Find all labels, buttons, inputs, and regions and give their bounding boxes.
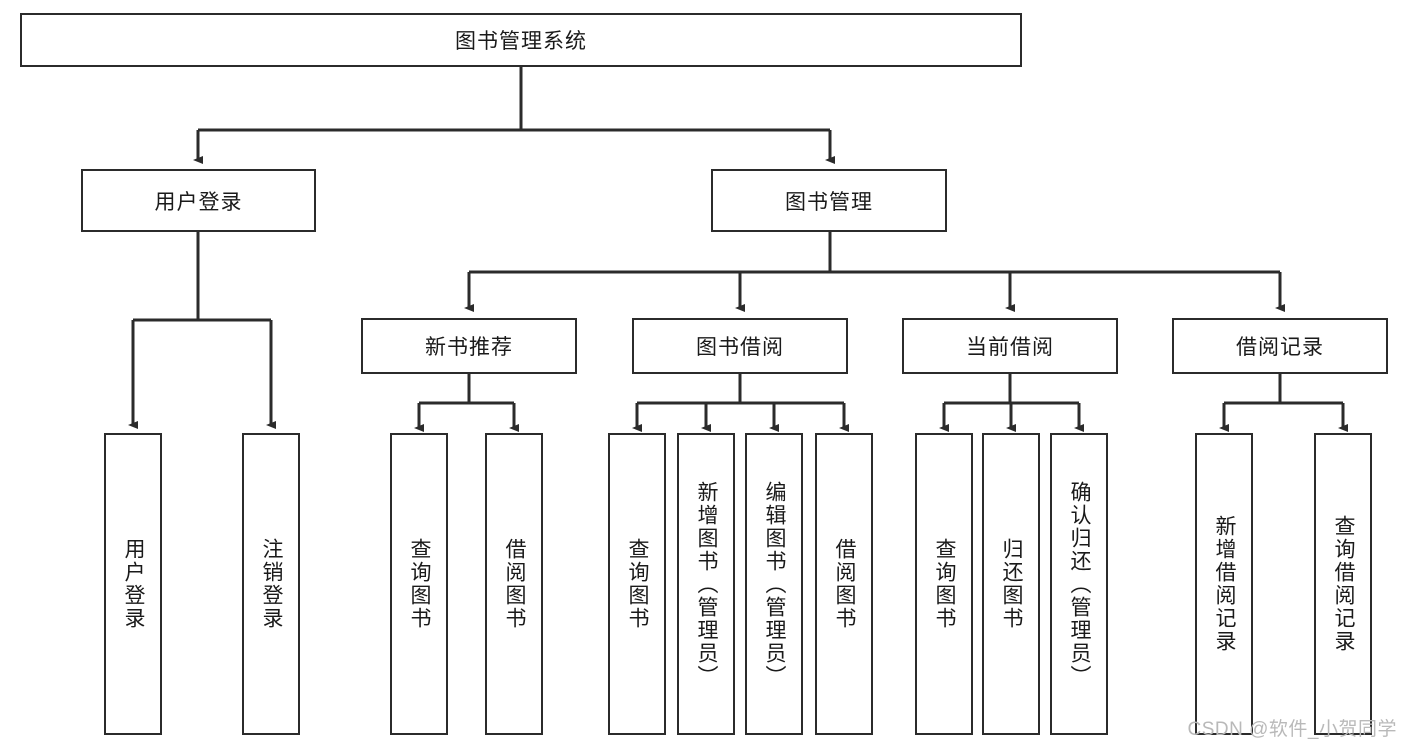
node-current-borrow-label: 当前借阅 bbox=[966, 336, 1054, 359]
node-borrow-record-label: 借阅记录 bbox=[1236, 336, 1324, 359]
node-new-book-recommend-label: 新书推荐 bbox=[425, 336, 513, 359]
node-book-manage-label: 图书管理 bbox=[785, 190, 873, 214]
node-leaf-edit-book-label: 编辑图书（管理员） bbox=[763, 480, 787, 688]
watermark-text: CSDN @软件_小贺同学 bbox=[1187, 719, 1397, 740]
node-user-login-label: 用户登录 bbox=[154, 190, 243, 214]
node-leaf-add-borrow-record-label: 新增借阅记录 bbox=[1213, 515, 1237, 653]
node-new-book-recommend[interactable]: 新书推荐 bbox=[361, 318, 577, 374]
node-leaf-query-book-recommend[interactable]: 查询图书 bbox=[390, 433, 448, 735]
node-leaf-query-borrow-record-label: 查询借阅记录 bbox=[1332, 515, 1356, 653]
node-root-label: 图书管理系统 bbox=[455, 30, 587, 53]
node-leaf-user-login[interactable]: 用户登录 bbox=[104, 433, 162, 735]
node-leaf-borrow-book-label: 借阅图书 bbox=[833, 538, 857, 630]
node-leaf-borrow-book-recommend-label: 借阅图书 bbox=[503, 538, 527, 630]
node-leaf-query-borrow-record[interactable]: 查询借阅记录 bbox=[1314, 433, 1372, 735]
node-leaf-query-book-borrow[interactable]: 查询图书 bbox=[608, 433, 666, 735]
node-leaf-query-book-current-label: 查询图书 bbox=[933, 538, 957, 630]
node-leaf-query-book-borrow-label: 查询图书 bbox=[626, 538, 650, 630]
node-leaf-return-book-label: 归还图书 bbox=[1000, 538, 1024, 630]
node-book-borrow-label: 图书借阅 bbox=[696, 336, 784, 359]
node-book-borrow[interactable]: 图书借阅 bbox=[632, 318, 848, 374]
node-leaf-add-book[interactable]: 新增图书（管理员） bbox=[677, 433, 735, 735]
node-leaf-return-book[interactable]: 归还图书 bbox=[982, 433, 1040, 735]
node-leaf-edit-book[interactable]: 编辑图书（管理员） bbox=[745, 433, 803, 735]
node-leaf-user-logout[interactable]: 注销登录 bbox=[242, 433, 300, 735]
node-root[interactable]: 图书管理系统 bbox=[20, 13, 1022, 67]
node-leaf-query-book-recommend-label: 查询图书 bbox=[408, 538, 432, 630]
node-leaf-confirm-return[interactable]: 确认归还（管理员） bbox=[1050, 433, 1108, 735]
node-borrow-record[interactable]: 借阅记录 bbox=[1172, 318, 1388, 374]
node-leaf-user-logout-label: 注销登录 bbox=[260, 538, 284, 630]
node-current-borrow[interactable]: 当前借阅 bbox=[902, 318, 1118, 374]
node-leaf-borrow-book-recommend[interactable]: 借阅图书 bbox=[485, 433, 543, 735]
node-leaf-query-book-current[interactable]: 查询图书 bbox=[915, 433, 973, 735]
node-book-manage[interactable]: 图书管理 bbox=[711, 169, 947, 232]
node-leaf-confirm-return-label: 确认归还（管理员） bbox=[1068, 480, 1092, 688]
node-leaf-user-login-label: 用户登录 bbox=[122, 538, 146, 630]
node-leaf-borrow-book[interactable]: 借阅图书 bbox=[815, 433, 873, 735]
node-user-login[interactable]: 用户登录 bbox=[81, 169, 316, 232]
node-leaf-add-borrow-record[interactable]: 新增借阅记录 bbox=[1195, 433, 1253, 735]
node-leaf-add-book-label: 新增图书（管理员） bbox=[695, 480, 719, 688]
